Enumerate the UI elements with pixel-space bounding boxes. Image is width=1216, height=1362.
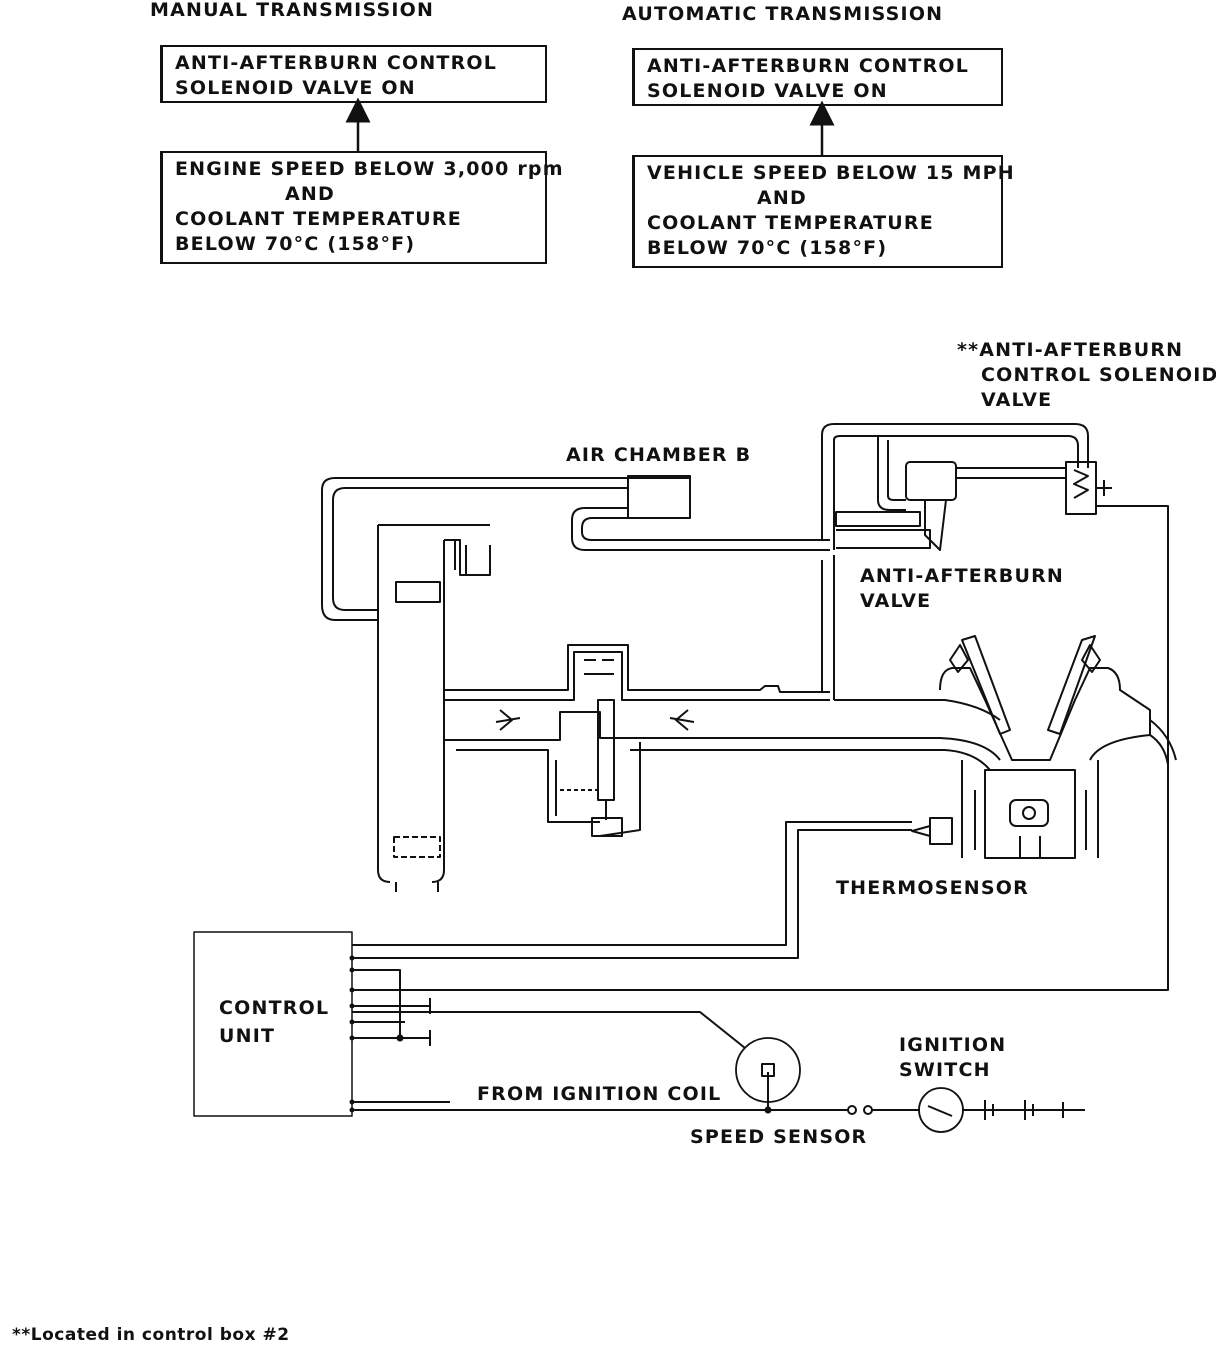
manual-condition-line-1: ENGINE SPEED BELOW 3,000 rpm	[175, 158, 564, 180]
control-unit-box	[193, 931, 353, 1117]
thermosensor-shape	[352, 817, 953, 959]
automatic-result-line-2: SOLENOID VALVE ON	[647, 80, 888, 102]
aab-valve-label-line-1: ANTI-AFTERBURN	[860, 565, 1065, 587]
automatic-condition-box: VEHICLE SPEED BELOW 15 MPH AND COOLANT T…	[632, 155, 1015, 268]
control-solenoid-valve-shape	[1065, 461, 1112, 515]
speed-sensor-label: SPEED SENSOR	[690, 1126, 868, 1148]
automatic-result-box: ANTI-AFTERBURN CONTROL SOLENOID VALVE ON	[632, 48, 1003, 106]
engine-cylinder	[939, 635, 1177, 859]
ignition-coil-label: FROM IGNITION COIL	[477, 1083, 722, 1105]
automatic-condition-line-3: COOLANT TEMPERATURE	[647, 212, 934, 234]
automatic-heading: AUTOMATIC TRANSMISSION	[622, 3, 944, 25]
solenoid-label-line-2: CONTROL SOLENOID	[981, 364, 1216, 386]
automatic-condition-line-2: AND	[757, 187, 807, 209]
manual-condition-line-2: AND	[285, 183, 335, 205]
intake-manifold	[444, 644, 1001, 837]
air-chamber-label: AIR CHAMBER B	[566, 444, 752, 466]
automatic-condition-line-1: VEHICLE SPEED BELOW 15 MPH	[647, 162, 1015, 184]
anti-afterburn-valve-label: ANTI-AFTERBURN VALVE	[860, 564, 1064, 614]
ignition-switch-label-line-1: IGNITION	[899, 1034, 1007, 1056]
manual-heading: MANUAL TRANSMISSION	[150, 0, 435, 21]
ignition-switch-label-line-2: SWITCH	[899, 1059, 991, 1081]
vacuum-hose	[821, 423, 1089, 721]
manual-condition-line-4: BELOW 70°C (158°F)	[175, 233, 416, 255]
aab-valve-label-line-2: VALVE	[860, 590, 932, 612]
wire-junctions	[349, 955, 772, 1114]
control-unit-label-line-2: UNIT	[219, 1025, 276, 1047]
control-unit-label-line-1: CONTROL	[219, 997, 330, 1019]
manual-result-line-2: SOLENOID VALVE ON	[175, 77, 416, 99]
anti-afterburn-valve-shape	[835, 436, 1066, 551]
thermosensor-label: THERMOSENSOR	[836, 877, 1029, 899]
automatic-result-line-1: ANTI-AFTERBURN CONTROL	[647, 55, 970, 77]
solenoid-valve-label: **ANTI-AFTERBURN CONTROL SOLENOID VALVE	[957, 338, 1216, 413]
control-unit-label: CONTROL UNIT	[219, 994, 329, 1050]
solenoid-label-line-1: **ANTI-AFTERBURN	[957, 339, 1184, 361]
manual-result-line-1: ANTI-AFTERBURN CONTROL	[175, 52, 498, 74]
ignition-switch-label: IGNITION SWITCH	[899, 1033, 1006, 1083]
solenoid-label-line-3: VALVE	[981, 389, 1053, 411]
manual-condition-box: ENGINE SPEED BELOW 3,000 rpm AND COOLANT…	[160, 151, 564, 264]
automatic-condition-line-4: BELOW 70°C (158°F)	[647, 237, 888, 259]
manual-condition-line-3: COOLANT TEMPERATURE	[175, 208, 462, 230]
speed-sensor-shape	[735, 1037, 801, 1103]
air-intake-housing	[377, 524, 491, 892]
footnote: **Located in control box #2	[12, 1325, 290, 1345]
air-chamber-hose	[321, 475, 830, 621]
ignition-switch-shape	[847, 1087, 1064, 1133]
